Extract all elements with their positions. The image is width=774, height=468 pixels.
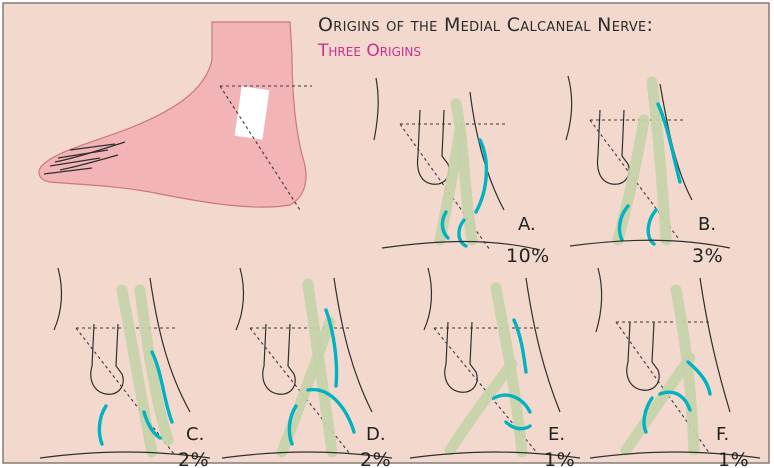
panel-b-percent: 3% <box>692 245 723 267</box>
figure-title: Origins of the Medial Calcaneal Nerve: <box>318 14 653 36</box>
panel-f-percent: 1% <box>718 449 749 468</box>
panel-b-label: B. <box>698 214 716 235</box>
panel-c-percent: 2% <box>178 449 209 468</box>
panel-f-label: F. <box>716 424 729 445</box>
panel-d-label: D. <box>366 424 386 445</box>
panel-e-percent: 1% <box>544 449 575 468</box>
panel-d-percent: 2% <box>360 449 391 468</box>
figure-subtitle: Three Origins <box>317 41 421 61</box>
panel-c-label: C. <box>186 424 204 445</box>
panel-a-label: A. <box>518 214 536 235</box>
plate-background <box>3 3 769 463</box>
panel-a-percent: 10% <box>506 245 550 267</box>
panel-e-label: E. <box>548 424 565 445</box>
